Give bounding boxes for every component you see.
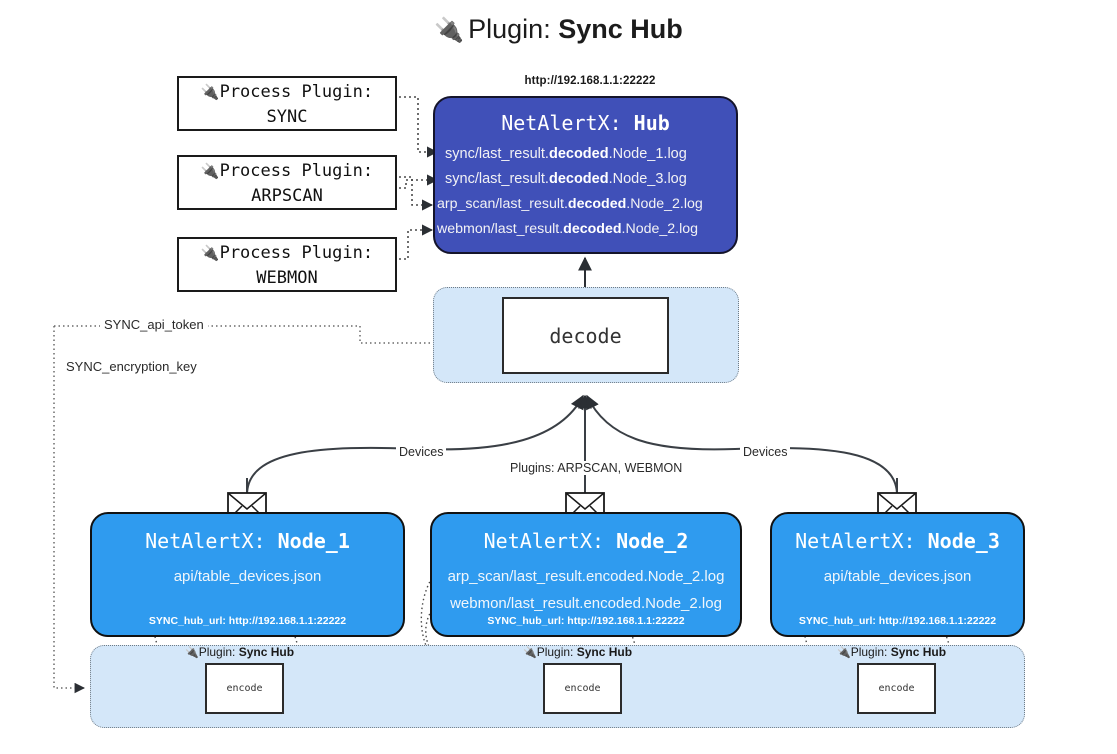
node-log-line: api/table_devices.json	[173, 568, 322, 585]
node-hub-url: SYNC_hub_url: http://192.168.1.1:22222	[148, 615, 347, 627]
decode-box[interactable]: decode	[502, 297, 669, 374]
process-plugin-label: Process Plugin:	[219, 243, 374, 263]
edge-label-left-devices: Devices	[396, 445, 447, 459]
hub-title: NetAlertX: Hub	[435, 111, 736, 135]
plug-icon: 🔌	[434, 17, 465, 44]
process-plugin-box-arpscan[interactable]: 🔌Process Plugin: ARPSCAN	[177, 155, 397, 210]
hub-url-label: http://192.168.1.1:22222	[524, 75, 656, 87]
node-log-list: api/table_devices.json	[92, 563, 403, 590]
hub-log-line: webmon/last_result.decoded.Node_2.log	[437, 221, 699, 237]
hub-log-line: sync/last_result.decoded.Node_1.log	[445, 146, 687, 162]
process-plugin-box-sync[interactable]: 🔌Process Plugin: SYNC	[177, 76, 397, 131]
sync-encryption-key-label: SYNC_encryption_key	[62, 359, 201, 374]
node-log-list: api/table_devices.json	[772, 563, 1023, 590]
hub-log-list: sync/last_result.decoded.Node_1.log sync…	[435, 142, 736, 242]
plug-icon: 🔌	[185, 647, 199, 659]
plug-icon: 🔌	[200, 244, 220, 262]
hub-log-line: arp_scan/last_result.decoded.Node_2.log	[437, 196, 703, 212]
encode-caption-node-1: 🔌Plugin: Sync Hub	[185, 645, 295, 659]
node-title-name: Node_3	[927, 529, 1000, 553]
plug-icon: 🔌	[523, 647, 537, 659]
process-plugin-name: SYNC	[266, 107, 308, 127]
plug-icon: 🔌	[200, 162, 220, 180]
node-box-node-2[interactable]: NetAlertX: Node_2 arp_scan/last_result.e…	[430, 512, 742, 637]
hub-title-prefix: NetAlertX:	[501, 111, 622, 135]
process-plugin-name: WEBMON	[256, 268, 318, 288]
encode-caption-node-3: 🔌Plugin: Sync Hub	[837, 645, 947, 659]
encode-caption-node-2: 🔌Plugin: Sync Hub	[523, 645, 633, 659]
page-title-prefix: Plugin:	[468, 14, 551, 44]
page-title: 🔌Plugin: Sync Hub	[0, 14, 1117, 45]
process-plugin-box-webmon[interactable]: 🔌Process Plugin: WEBMON	[177, 237, 397, 292]
page-title-name: Sync Hub	[558, 14, 683, 44]
hub-box[interactable]: NetAlertX: Hub sync/last_result.decoded.…	[433, 96, 738, 254]
node-log-line: arp_scan/last_result.encoded.Node_2.log	[447, 568, 725, 585]
node-hub-url: SYNC_hub_url: http://192.168.1.1:22222	[798, 615, 997, 627]
process-plugin-label: Process Plugin:	[219, 161, 374, 181]
process-plugin-label: Process Plugin:	[219, 82, 374, 102]
encode-box-node-2[interactable]: encode	[543, 663, 622, 714]
node-log-line: api/table_devices.json	[823, 568, 972, 585]
hub-log-line: sync/last_result.decoded.Node_3.log	[445, 171, 687, 187]
edge-label-center-plugins: Plugins: ARPSCAN, WEBMON	[507, 461, 686, 475]
node-title-name: Node_2	[616, 529, 689, 553]
node-hub-url: SYNC_hub_url: http://192.168.1.1:22222	[487, 615, 685, 627]
hub-title-name: Hub	[633, 111, 670, 135]
encode-box-node-3[interactable]: encode	[857, 663, 936, 714]
node-log-list: arp_scan/last_result.encoded.Node_2.log …	[432, 563, 740, 617]
plug-icon: 🔌	[837, 647, 851, 659]
edge-label-right-devices: Devices	[740, 445, 791, 459]
sync-api-token-label: SYNC_api_token	[100, 317, 208, 332]
node-box-node-3[interactable]: NetAlertX: Node_3 api/table_devices.json…	[770, 512, 1025, 637]
process-plugin-name: ARPSCAN	[251, 186, 323, 206]
node-log-line: webmon/last_result.encoded.Node_2.log	[450, 595, 722, 612]
node-title-name: Node_1	[277, 529, 350, 553]
node-box-node-1[interactable]: NetAlertX: Node_1 api/table_devices.json…	[90, 512, 405, 637]
plug-icon: 🔌	[200, 83, 220, 101]
node-title: NetAlertX: Node_1	[145, 529, 350, 553]
node-title: NetAlertX: Node_2	[483, 529, 689, 553]
encode-box-node-1[interactable]: encode	[205, 663, 284, 714]
node-title: NetAlertX: Node_3	[795, 529, 1000, 553]
